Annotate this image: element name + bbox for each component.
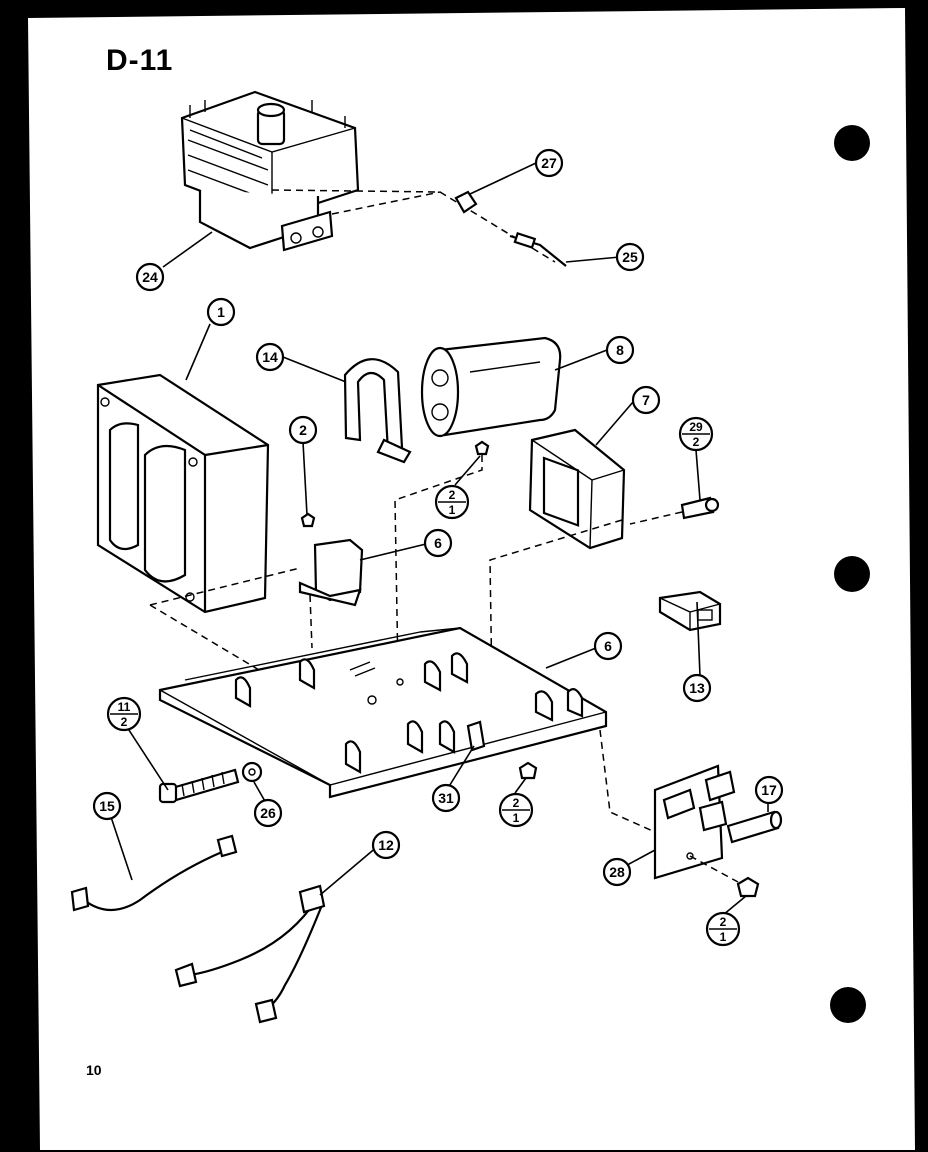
callout-2-label: 2	[299, 422, 307, 438]
callout-26-label: 26	[260, 805, 276, 821]
callout-2-1-plate: 2 1	[498, 792, 534, 828]
callout-2-1-top: 2 1	[434, 484, 470, 520]
callout-13-label: 13	[689, 680, 705, 696]
diagram-title: D-11	[106, 44, 174, 77]
plate-dashed-guide	[599, 729, 656, 833]
callout-17: 17	[754, 775, 784, 805]
screw-2-left	[300, 512, 316, 528]
callout-14: 14	[255, 342, 285, 372]
callout-2-1-plate-den: 1	[513, 811, 520, 825]
circuit-board-part-28	[653, 764, 736, 880]
board-screw-dashed-guide	[689, 855, 739, 883]
small-transformer-part-7	[528, 428, 626, 550]
callout-12: 12	[371, 830, 401, 860]
callout-31-label: 31	[438, 790, 454, 806]
callout-25: 25	[615, 242, 645, 272]
callout-6-plate-label: 6	[604, 638, 612, 654]
screw-2-1-board	[736, 876, 760, 898]
washer-part-26	[241, 761, 263, 783]
callout-17-label: 17	[761, 782, 777, 798]
callout-25-label: 25	[622, 249, 638, 265]
callout-11-2: 11 2	[106, 696, 142, 732]
callout-8-label: 8	[616, 342, 624, 358]
callout-2: 2	[288, 415, 318, 445]
screw-2-1-plate	[518, 761, 538, 780]
callout-1-label: 1	[217, 304, 225, 320]
callout-13: 13	[682, 673, 712, 703]
callout-27-label: 27	[541, 155, 557, 171]
callout-6-relay: 6	[423, 528, 453, 558]
callout-26: 26	[253, 798, 283, 828]
callout-27: 27	[534, 148, 564, 178]
magnetron-part	[180, 90, 360, 252]
callout-12-label: 12	[378, 837, 394, 853]
fuse-part-17	[726, 810, 783, 844]
callout-11-2-bottom: 2	[121, 715, 128, 729]
callout-24-label: 24	[142, 269, 158, 285]
screw-2-1-top	[474, 440, 490, 456]
relay-part-9	[298, 538, 364, 607]
callout-2-1-board-den: 1	[720, 930, 727, 944]
callout-2-1-plate-num: 2	[513, 796, 520, 810]
callout-11-2-top: 11	[118, 700, 131, 714]
callout-2-1-top-den: 1	[449, 503, 456, 517]
transformer7-dashed-guide	[489, 519, 623, 691]
callout-28: 28	[602, 857, 632, 887]
callout-7-label: 7	[642, 392, 650, 408]
wire-harness-part-12	[174, 884, 326, 1024]
callout-31: 31	[431, 783, 461, 813]
callout-2-1-board: 2 1	[705, 911, 741, 947]
magnetron-dashed-guide-2	[331, 191, 441, 215]
callout-24: 24	[135, 262, 165, 292]
callout-14-label: 14	[262, 349, 278, 365]
callout-15-label: 15	[99, 798, 115, 814]
nut-part-27	[454, 190, 478, 214]
callout-15: 15	[92, 791, 122, 821]
transformer-part-1	[96, 373, 270, 614]
screw-dashed-guide	[394, 455, 483, 673]
callout-2-1-top-num: 2	[449, 488, 456, 502]
capacitor-part-8	[420, 336, 562, 438]
callout-29-2-top: 29	[689, 420, 703, 434]
callout-28-label: 28	[609, 864, 625, 880]
connector-part-13	[658, 590, 722, 632]
wire-harness-part-15	[70, 834, 238, 912]
screw-29-dashed-guide	[629, 511, 683, 525]
callout-29-2-bottom: 2	[693, 435, 700, 449]
callout-8: 8	[605, 335, 635, 365]
binder-hole-bottom	[830, 987, 866, 1023]
relay-dashed-guide	[309, 594, 313, 649]
callout-1: 1	[206, 297, 236, 327]
transformer-dashed-guide	[149, 567, 301, 606]
callout-6-relay-label: 6	[434, 535, 442, 551]
clip-part-31	[466, 720, 486, 752]
callout-6-plate: 6	[593, 631, 623, 661]
base-plate-part-6	[158, 626, 608, 799]
binder-hole-top	[834, 125, 870, 161]
callout-29-2: 29 2	[678, 416, 714, 452]
callout-2-1-board-num: 2	[720, 915, 727, 929]
callout-7: 7	[631, 385, 661, 415]
page-number: 10	[86, 1062, 102, 1078]
binder-hole-middle	[834, 556, 870, 592]
capacitor-bracket-part-14	[343, 358, 412, 464]
bolt-part-11	[158, 768, 240, 804]
